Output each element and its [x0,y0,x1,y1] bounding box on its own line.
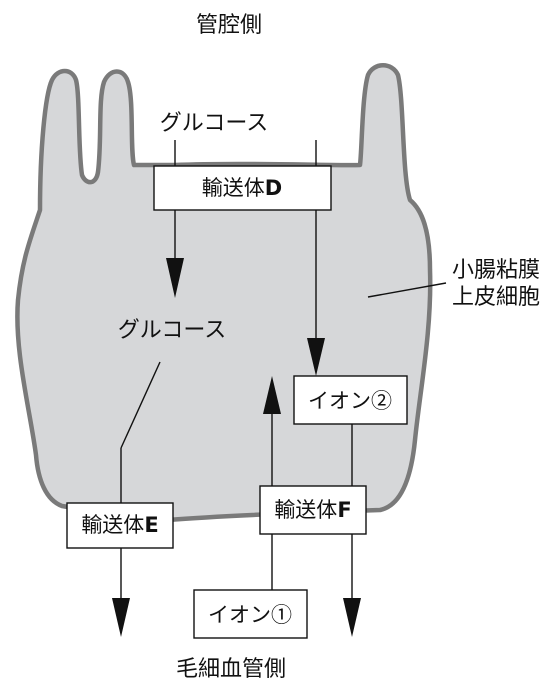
glucose-inner-label: グルコース [118,318,226,343]
capillary-side-label: 毛細血管側 [176,657,286,682]
transporter-f-label: 輸送体F [274,498,351,522]
transporter-f-box [259,485,367,535]
cell-label-line1: 小腸粘膜 [452,258,540,283]
transporter-e-label: 輸送体E [81,513,158,537]
cell-leader-line [367,282,447,298]
ion-1-box [193,589,308,639]
glucose-top-label: グルコース [160,111,268,136]
transporter-e-box [66,502,174,549]
lumen-side-label: 管腔側 [196,13,262,38]
ion-2-box [293,375,408,425]
ion-1-label: イオン① [208,603,292,627]
ion-down-arrowhead [307,338,325,376]
transporter-d-box [153,165,332,211]
ion-2-label: イオン② [308,389,392,413]
transporter-d-label: 輸送体D [202,176,282,200]
e-down-arrowhead [112,598,130,637]
glucose-down-arrowhead [166,258,184,298]
f-down-arrowhead [343,598,361,637]
ion-up-arrowhead [263,376,281,414]
cell-label-line2: 上皮細胞 [452,285,540,310]
glucose-to-e-line [120,361,161,449]
